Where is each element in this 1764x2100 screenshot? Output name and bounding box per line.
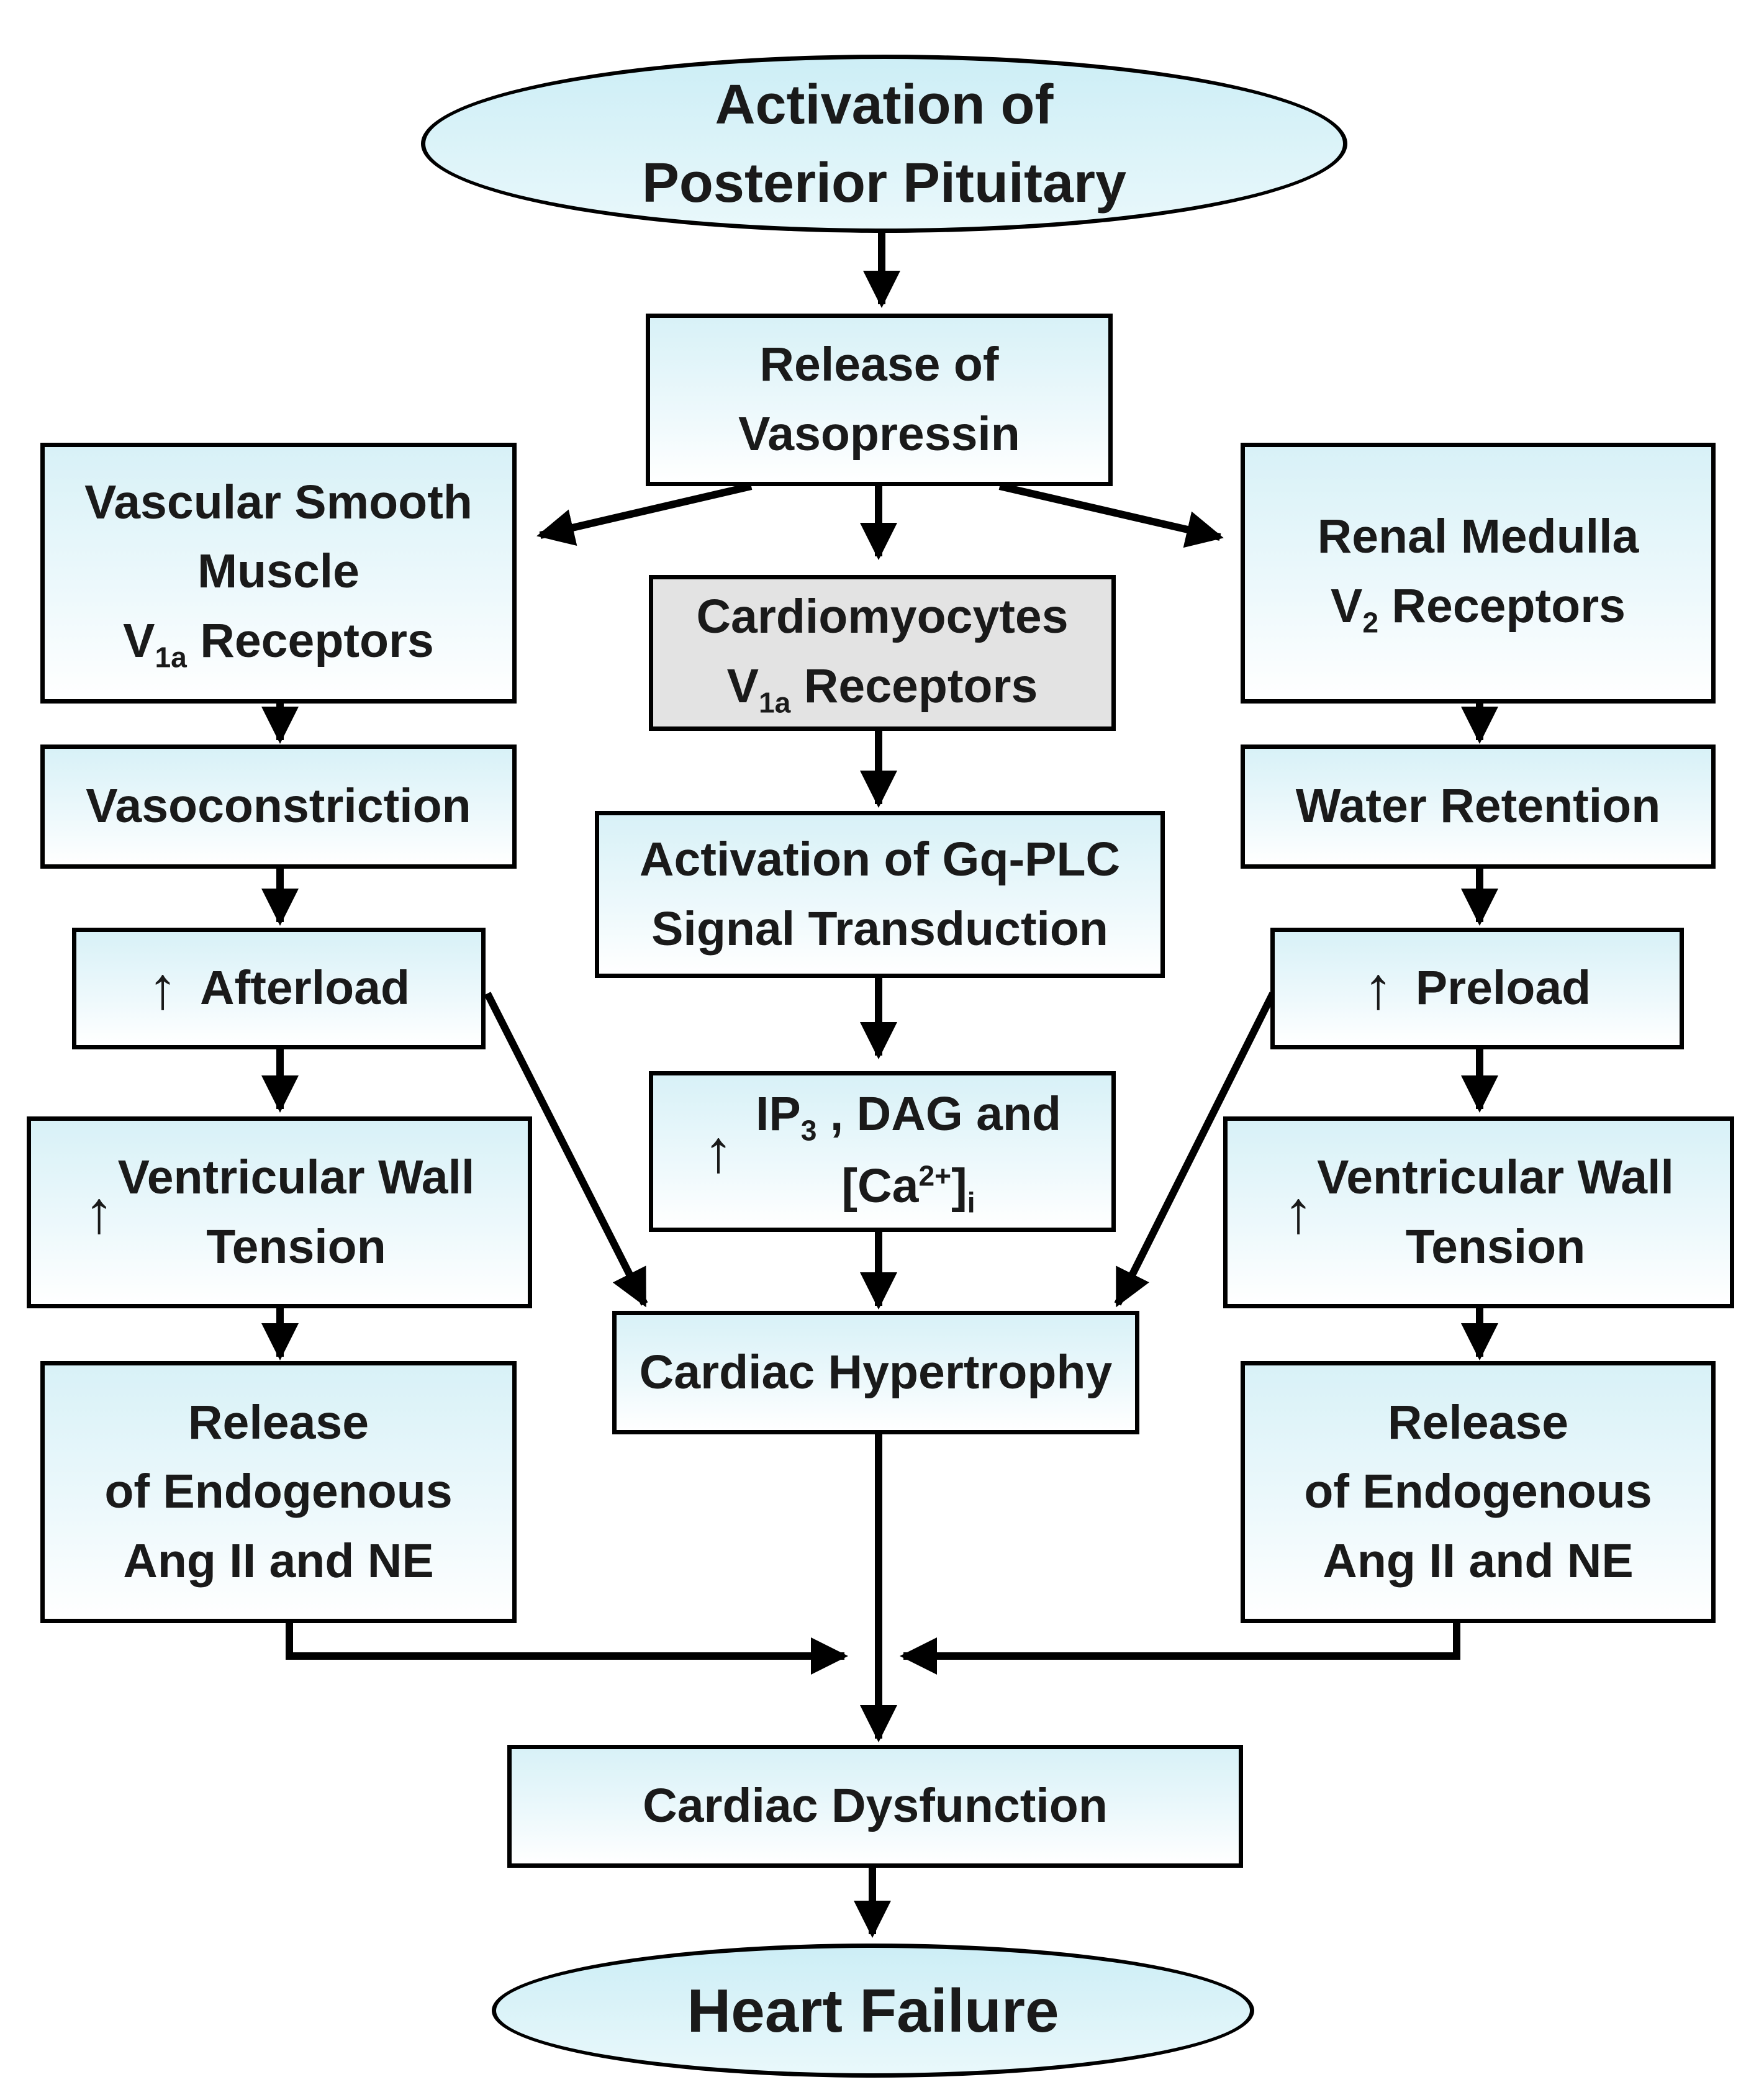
vascular-line1: Vascular Smooth — [84, 475, 473, 529]
arrow-vasopressin-to-renal — [998, 482, 1224, 548]
arrow-release-right-to-merge — [900, 1621, 1460, 1675]
vasoconstriction-node: Vasoconstriction — [40, 745, 517, 869]
heart-failure-label: Heart Failure — [687, 1976, 1059, 2045]
release-vasopressin-line2: Vasopressin — [738, 407, 1020, 461]
arrow-afterload-to-hypertrophy — [484, 992, 648, 1308]
wall-tension-left-line2: Tension — [206, 1220, 386, 1274]
preload-label: Preload — [1415, 961, 1591, 1015]
ip3-dag-calcium-node: ↑ IP3 , DAG and [Ca2+]i — [649, 1071, 1116, 1232]
cardiomyocytes-line1: Cardiomyocytes — [696, 589, 1069, 643]
cardiac-dysfunction-node: Cardiac Dysfunction — [507, 1745, 1243, 1868]
ventricular-wall-tension-left-node: ↑ Ventricular Wall Tension — [27, 1116, 532, 1308]
cardiac-hypertrophy-label: Cardiac Hypertrophy — [639, 1345, 1113, 1399]
water-retention-node: Water Retention — [1241, 745, 1716, 869]
afterload-label: Afterload — [200, 961, 410, 1015]
gq-plc-line1: Activation of Gq-PLC — [639, 832, 1121, 886]
posterior-pituitary-line2: Posterior Pituitary — [641, 152, 1127, 214]
cardiac-hypertrophy-node: Cardiac Hypertrophy — [612, 1311, 1139, 1434]
cardiomyocytes-node: Cardiomyocytes V1a Receptors — [649, 575, 1116, 731]
release-endogenous-right-node: Release of Endogenous Ang II and NE — [1241, 1361, 1716, 1623]
posterior-pituitary-node: Activation of Posterior Pituitary — [421, 55, 1347, 233]
up-arrow-icon: ↑ — [84, 1179, 114, 1246]
release-left-line3: Ang II and NE — [123, 1534, 434, 1588]
wall-tension-left-line1: Ventricular Wall — [117, 1150, 475, 1204]
vascular-line2: Muscle — [197, 545, 360, 599]
release-left-line2: of Endogenous — [104, 1465, 453, 1519]
release-endogenous-left-node: Release of Endogenous Ang II and NE — [40, 1361, 517, 1623]
vascular-smooth-muscle-node: Vascular Smooth Muscle V1a Receptors — [40, 443, 517, 704]
arrow-preload-to-hypertrophy — [1114, 992, 1277, 1308]
posterior-pituitary-line1: Activation of — [715, 73, 1054, 136]
renal-line2: V2 Receptors — [1330, 579, 1626, 639]
release-right-line1: Release — [1387, 1395, 1569, 1449]
release-vasopressin-line1: Release of — [759, 338, 999, 392]
up-arrow-icon: ↑ — [1363, 954, 1393, 1021]
wall-tension-right-line2: Tension — [1405, 1220, 1586, 1274]
arrow-release-left-to-merge — [286, 1621, 848, 1675]
water-retention-label: Water Retention — [1295, 779, 1661, 833]
vasoconstriction-label: Vasoconstriction — [86, 779, 471, 833]
afterload-node: ↑ Afterload — [72, 928, 486, 1049]
release-vasopressin-node: Release of Vasopressin — [646, 314, 1113, 486]
cardiomyocytes-line2: V1a Receptors — [726, 659, 1038, 719]
heart-failure-node: Heart Failure — [492, 1944, 1254, 2078]
up-arrow-icon: ↑ — [703, 1118, 733, 1185]
cardiac-dysfunction-label: Cardiac Dysfunction — [643, 1779, 1108, 1833]
gq-plc-line2: Signal Transduction — [651, 902, 1108, 956]
preload-node: ↑ Preload — [1270, 928, 1684, 1049]
gq-plc-node: Activation of Gq-PLC Signal Transduction — [595, 811, 1165, 978]
release-right-line3: Ang II and NE — [1323, 1534, 1634, 1588]
renal-medulla-node: Renal Medulla V2 Receptors — [1241, 443, 1716, 704]
release-left-line1: Release — [188, 1395, 369, 1449]
up-arrow-icon: ↑ — [1283, 1179, 1314, 1246]
calcium-line2: [Ca2+]i — [841, 1159, 975, 1218]
release-right-line2: of Endogenous — [1304, 1465, 1652, 1519]
ip3-dag-line1: IP3 , DAG and — [755, 1087, 1062, 1147]
up-arrow-icon: ↑ — [148, 954, 178, 1021]
arrow-vasopressin-to-vascular — [536, 482, 753, 546]
renal-line1: Renal Medulla — [1317, 510, 1639, 564]
ventricular-wall-tension-right-node: ↑ Ventricular Wall Tension — [1223, 1116, 1734, 1308]
wall-tension-right-line1: Ventricular Wall — [1317, 1150, 1674, 1204]
vascular-line3: V1a Receptors — [123, 613, 434, 674]
